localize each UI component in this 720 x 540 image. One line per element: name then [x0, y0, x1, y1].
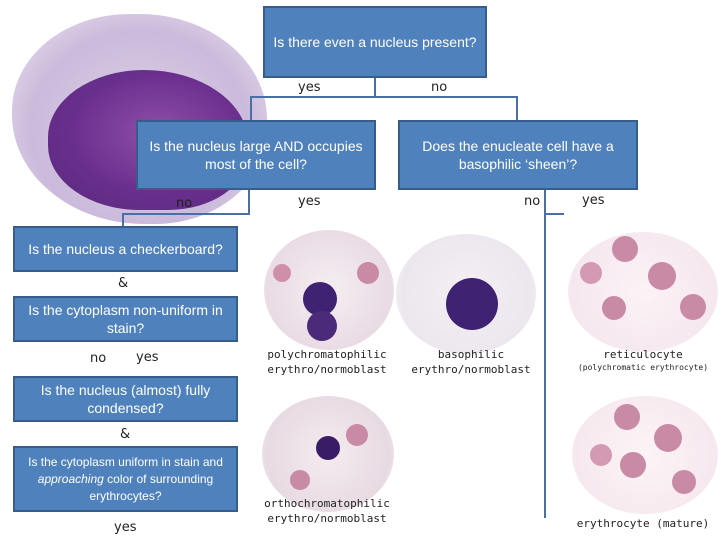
answer-no: no	[176, 196, 193, 211]
erythrocyte-rbc	[654, 424, 682, 452]
connector-line	[122, 213, 124, 231]
orthochromatophilic-rbc	[346, 424, 368, 446]
caption-basophilic: basophilic erythro/normoblast	[411, 348, 531, 376]
and-connector: &	[120, 427, 131, 442]
answer-yes: yes	[582, 193, 605, 208]
connector-line	[544, 190, 546, 215]
connector-line	[544, 213, 546, 518]
erythrocyte-rbc	[614, 404, 640, 430]
orthochromatophilic-nucleus	[316, 436, 340, 460]
polychromatophilic-nucleus	[307, 311, 337, 341]
caption-orthochromatophilic: orthochromatophilic erythro/normoblast	[264, 497, 390, 525]
connector-line	[544, 213, 564, 215]
question-condensed: Is the nucleus (almost) fully condensed?	[13, 376, 238, 422]
answer-yes: yes	[298, 194, 321, 209]
erythrocyte-rbc	[620, 452, 646, 478]
connector-line	[248, 190, 250, 215]
caption-polychromatophilic: polychromatophilic erythro/normoblast	[267, 348, 387, 376]
and-connector: &	[118, 276, 129, 291]
connector-line	[122, 213, 248, 215]
question-cytoplasm-nonuniform: Is the cytoplasm non-uniform in stain?	[13, 296, 238, 342]
reticulocyte-rbc	[580, 262, 602, 284]
erythrocyte-rbc	[672, 470, 696, 494]
polychromatophilic-rbc	[273, 264, 291, 282]
question-basophilic-sheen: Does the enucleate cell have a basophili…	[398, 120, 638, 190]
polychromatophilic-nucleus	[303, 282, 337, 316]
reticulocyte-cell-image	[568, 232, 718, 352]
answer-yes: yes	[114, 520, 137, 535]
answer-yes: yes	[298, 80, 321, 95]
question-checkerboard: Is the nucleus a checkerboard?	[13, 226, 238, 272]
question-cytoplasm-uniform: Is the cytoplasm uniform in stain and ap…	[13, 446, 238, 512]
reticulocyte-rbc	[648, 262, 676, 290]
answer-no: no	[524, 194, 541, 209]
question-nucleus-present: Is there even a nucleus present?	[263, 6, 487, 78]
connector-line	[516, 96, 518, 120]
reticulocyte-rbc	[612, 236, 638, 262]
basophilic-nucleus	[446, 278, 498, 330]
caption-reticulocyte: reticulocyte (polychromatic erythrocyte)	[577, 348, 709, 372]
connector-line	[374, 78, 376, 98]
answer-no: no	[90, 351, 107, 366]
caption-erythrocyte: erythrocyte (mature)	[576, 517, 710, 530]
reticulocyte-rbc	[680, 294, 706, 320]
answer-yes: yes	[136, 350, 159, 365]
connector-line	[250, 96, 252, 120]
connector-line	[250, 96, 518, 98]
orthochromatophilic-rbc	[290, 470, 310, 490]
reticulocyte-rbc	[602, 296, 626, 320]
answer-no: no	[431, 80, 448, 95]
polychromatophilic-rbc	[357, 262, 379, 284]
erythrocyte-rbc	[590, 444, 612, 466]
question-nucleus-large: Is the nucleus large AND occupies most o…	[136, 120, 376, 190]
